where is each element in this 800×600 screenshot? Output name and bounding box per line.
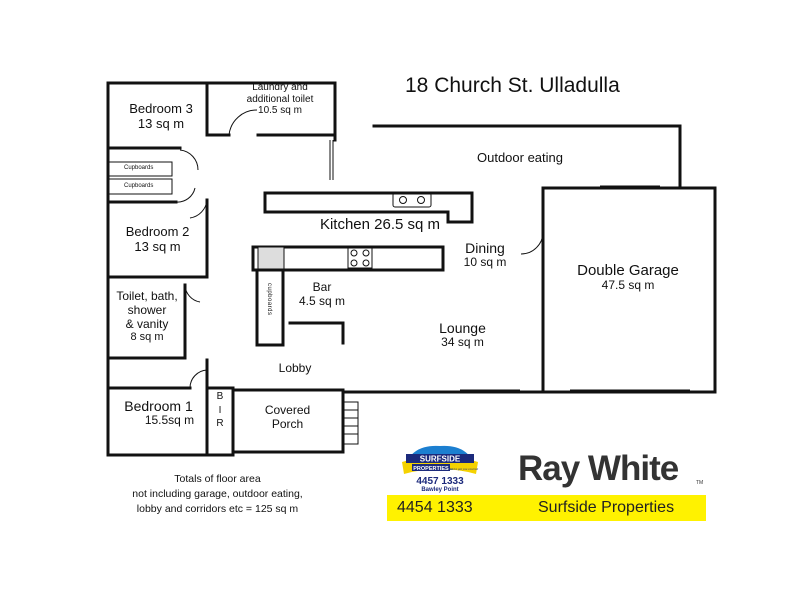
bar-wall [288,321,345,345]
bir-letter: B [216,391,224,402]
outdoor-boundary [372,124,682,190]
logo-location: Bawley Point [421,487,459,493]
garage-wall [541,186,717,394]
room-area: 13 sq m [137,115,185,131]
bedroom2-label: Bedroom 2 13 sq m [110,224,205,255]
door-swing [189,369,208,389]
ray-white-logo: Ray White [518,449,679,488]
logo-text: PROPERTIES [413,466,449,472]
fridge [257,246,285,270]
kitchen-bench [263,191,474,224]
door-swing [189,199,208,219]
room-name: Porch [271,416,304,431]
lounge-label: Lounge 34 sq m [420,320,505,350]
door-swing [520,231,544,255]
lobby-label: Lobby [278,361,312,375]
cupboard-box [107,161,173,177]
room-name: Bedroom 1 [124,398,193,414]
room-name: Bedroom 2 [125,224,190,239]
door-swing [175,187,196,203]
dining-label: Dining 10 sq m [445,240,525,270]
room-name: & vanity [125,316,169,331]
room-name: Lounge [439,320,486,336]
bir-letter: R [216,418,224,429]
interior-wall [205,358,235,457]
door-swing [179,149,199,171]
door-swing [184,284,201,303]
bar-label: Bar 4.5 sq m [287,280,357,309]
kitchen-label: Kitchen 26.5 sq m [319,216,441,233]
logo-tagline: We've got you covered [450,467,479,471]
room-area: 15.5sq m [144,413,195,428]
room-area: 8 sq m [130,331,164,344]
porch-label: Covered Porch [250,403,325,432]
room-name: Bedroom 3 [129,101,193,116]
bir-label: B I R [215,390,225,431]
room-area: 10 sq m [463,255,507,270]
bedroom3-label: Bedroom 3 13 sq m [115,101,207,132]
room-area: 47.5 sq m [601,278,655,293]
room-name: Dining [465,240,505,256]
outer-wall-west [106,81,235,457]
bar-wall [255,268,285,347]
note-line: not including garage, outdoor eating, [132,488,303,501]
laundry-label: Laundry and additional toilet 10.5 sq m [225,82,335,117]
interior-wall [231,388,345,454]
sink [392,192,432,208]
kitchen-island [251,245,445,272]
phone-number: 4454 1333 [397,499,473,516]
interior-wall [106,198,209,279]
trademark: TM [696,480,704,486]
cupboard-box [107,178,173,195]
room-area: 10.5 sq m [258,105,302,116]
cupboards-label: Cupboards [124,183,154,189]
room-name: Bar [312,280,332,294]
outdoor-eating-label: Outdoor eating [476,150,563,165]
office-name: Surfside Properties [538,499,675,516]
page-title: 18 Church St. Ulladulla [405,74,620,97]
logo-phone: 4457 1333 [416,476,464,487]
room-area: 13 sq m [134,238,181,254]
room-area: 4.5 sq m [298,293,346,308]
cooktop [347,247,373,269]
interior-wall [205,81,231,137]
garage-label: Double Garage 47.5 sq m [553,262,703,293]
note-line: lobby and corridors etc = 125 sq m [136,503,299,516]
outer-wall-north [106,81,337,142]
porch-steps [343,401,359,445]
interior-wall [106,283,187,360]
room-name: Toilet, bath, [116,289,178,303]
surfside-logo: SURFSIDE PROPERTIES We've got you covere… [402,445,479,474]
door-swing [228,109,258,136]
contact-bar [387,495,706,521]
room-name: Double Garage [577,262,679,279]
logo-text: SURFSIDE [420,455,461,464]
bar-cupboards-label: cupboards [266,283,272,316]
cupboards-label: Cupboards [124,165,154,171]
room-name: Covered [264,403,311,417]
floor-area-note: Totals of floor area not including garag… [100,472,335,518]
bir-letter: I [218,404,222,416]
room-name: additional toilet [246,93,314,105]
room-name: shower [127,302,167,317]
note-line: Totals of floor area [174,473,261,485]
room-area: 34 sq m [441,335,484,350]
bedroom1-label: Bedroom 1 15.5sq m [110,398,207,428]
room-name: Laundry and [252,82,308,93]
bath-label: Toilet, bath, shower & vanity 8 sq m [108,289,186,344]
